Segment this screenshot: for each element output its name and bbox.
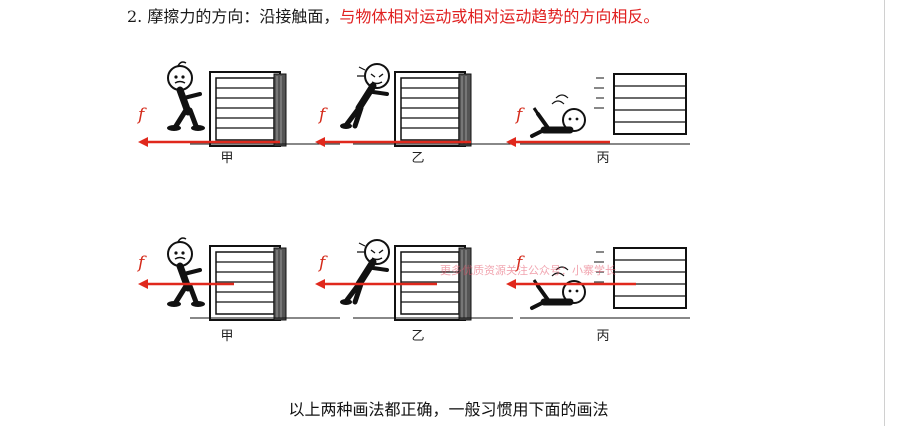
- force-label: f: [319, 253, 326, 273]
- scene-row2-bing: f 丙: [506, 232, 710, 347]
- friction-arrowhead: [315, 279, 325, 289]
- footer-note: 以上两种画法都正确，一般习惯用下面的画法: [288, 400, 609, 419]
- caption: 丙: [596, 151, 610, 166]
- scene-row1-yi: f 乙: [313, 52, 513, 167]
- push-illustration: [138, 52, 340, 147]
- force-label: f: [138, 253, 145, 273]
- push-illustration: [138, 232, 340, 321]
- heading-prefix: 2. 摩擦力的方向：沿接触面，: [127, 7, 340, 26]
- page-edge-divider: [884, 0, 885, 426]
- friction-arrowhead: [138, 137, 148, 147]
- fall-illustration: [506, 247, 690, 319]
- scene-row1-jia: f 甲: [130, 52, 340, 167]
- caption: 乙: [411, 329, 425, 344]
- watermark-text: 更多优质资源关注公众号：小寨学长: [440, 264, 616, 277]
- caption: 甲: [220, 329, 234, 344]
- force-label: f: [319, 105, 326, 125]
- force-label: f: [138, 105, 145, 125]
- force-label: f: [516, 105, 523, 125]
- caption: 丙: [596, 329, 610, 344]
- friction-arrowhead: [506, 279, 516, 289]
- scene-row2-yi: f 乙: [313, 232, 513, 347]
- section-heading: 2. 摩擦力的方向：沿接触面，与物体相对运动或相对运动趋势的方向相反。: [127, 6, 659, 28]
- force-label: f: [516, 253, 523, 273]
- caption: 乙: [411, 151, 425, 166]
- scene-row2-jia: f 甲: [130, 232, 340, 347]
- lean-illustration: [315, 232, 513, 321]
- fall-illustration: [506, 73, 690, 147]
- friction-arrowhead: [315, 137, 325, 147]
- friction-arrowhead: [138, 279, 148, 289]
- lean-illustration: [315, 52, 513, 147]
- scene-row1-bing: f 丙: [506, 52, 710, 167]
- heading-highlight: 与物体相对运动或相对运动趋势的方向相反。: [339, 7, 660, 26]
- friction-arrowhead: [506, 137, 516, 147]
- caption: 甲: [220, 151, 234, 166]
